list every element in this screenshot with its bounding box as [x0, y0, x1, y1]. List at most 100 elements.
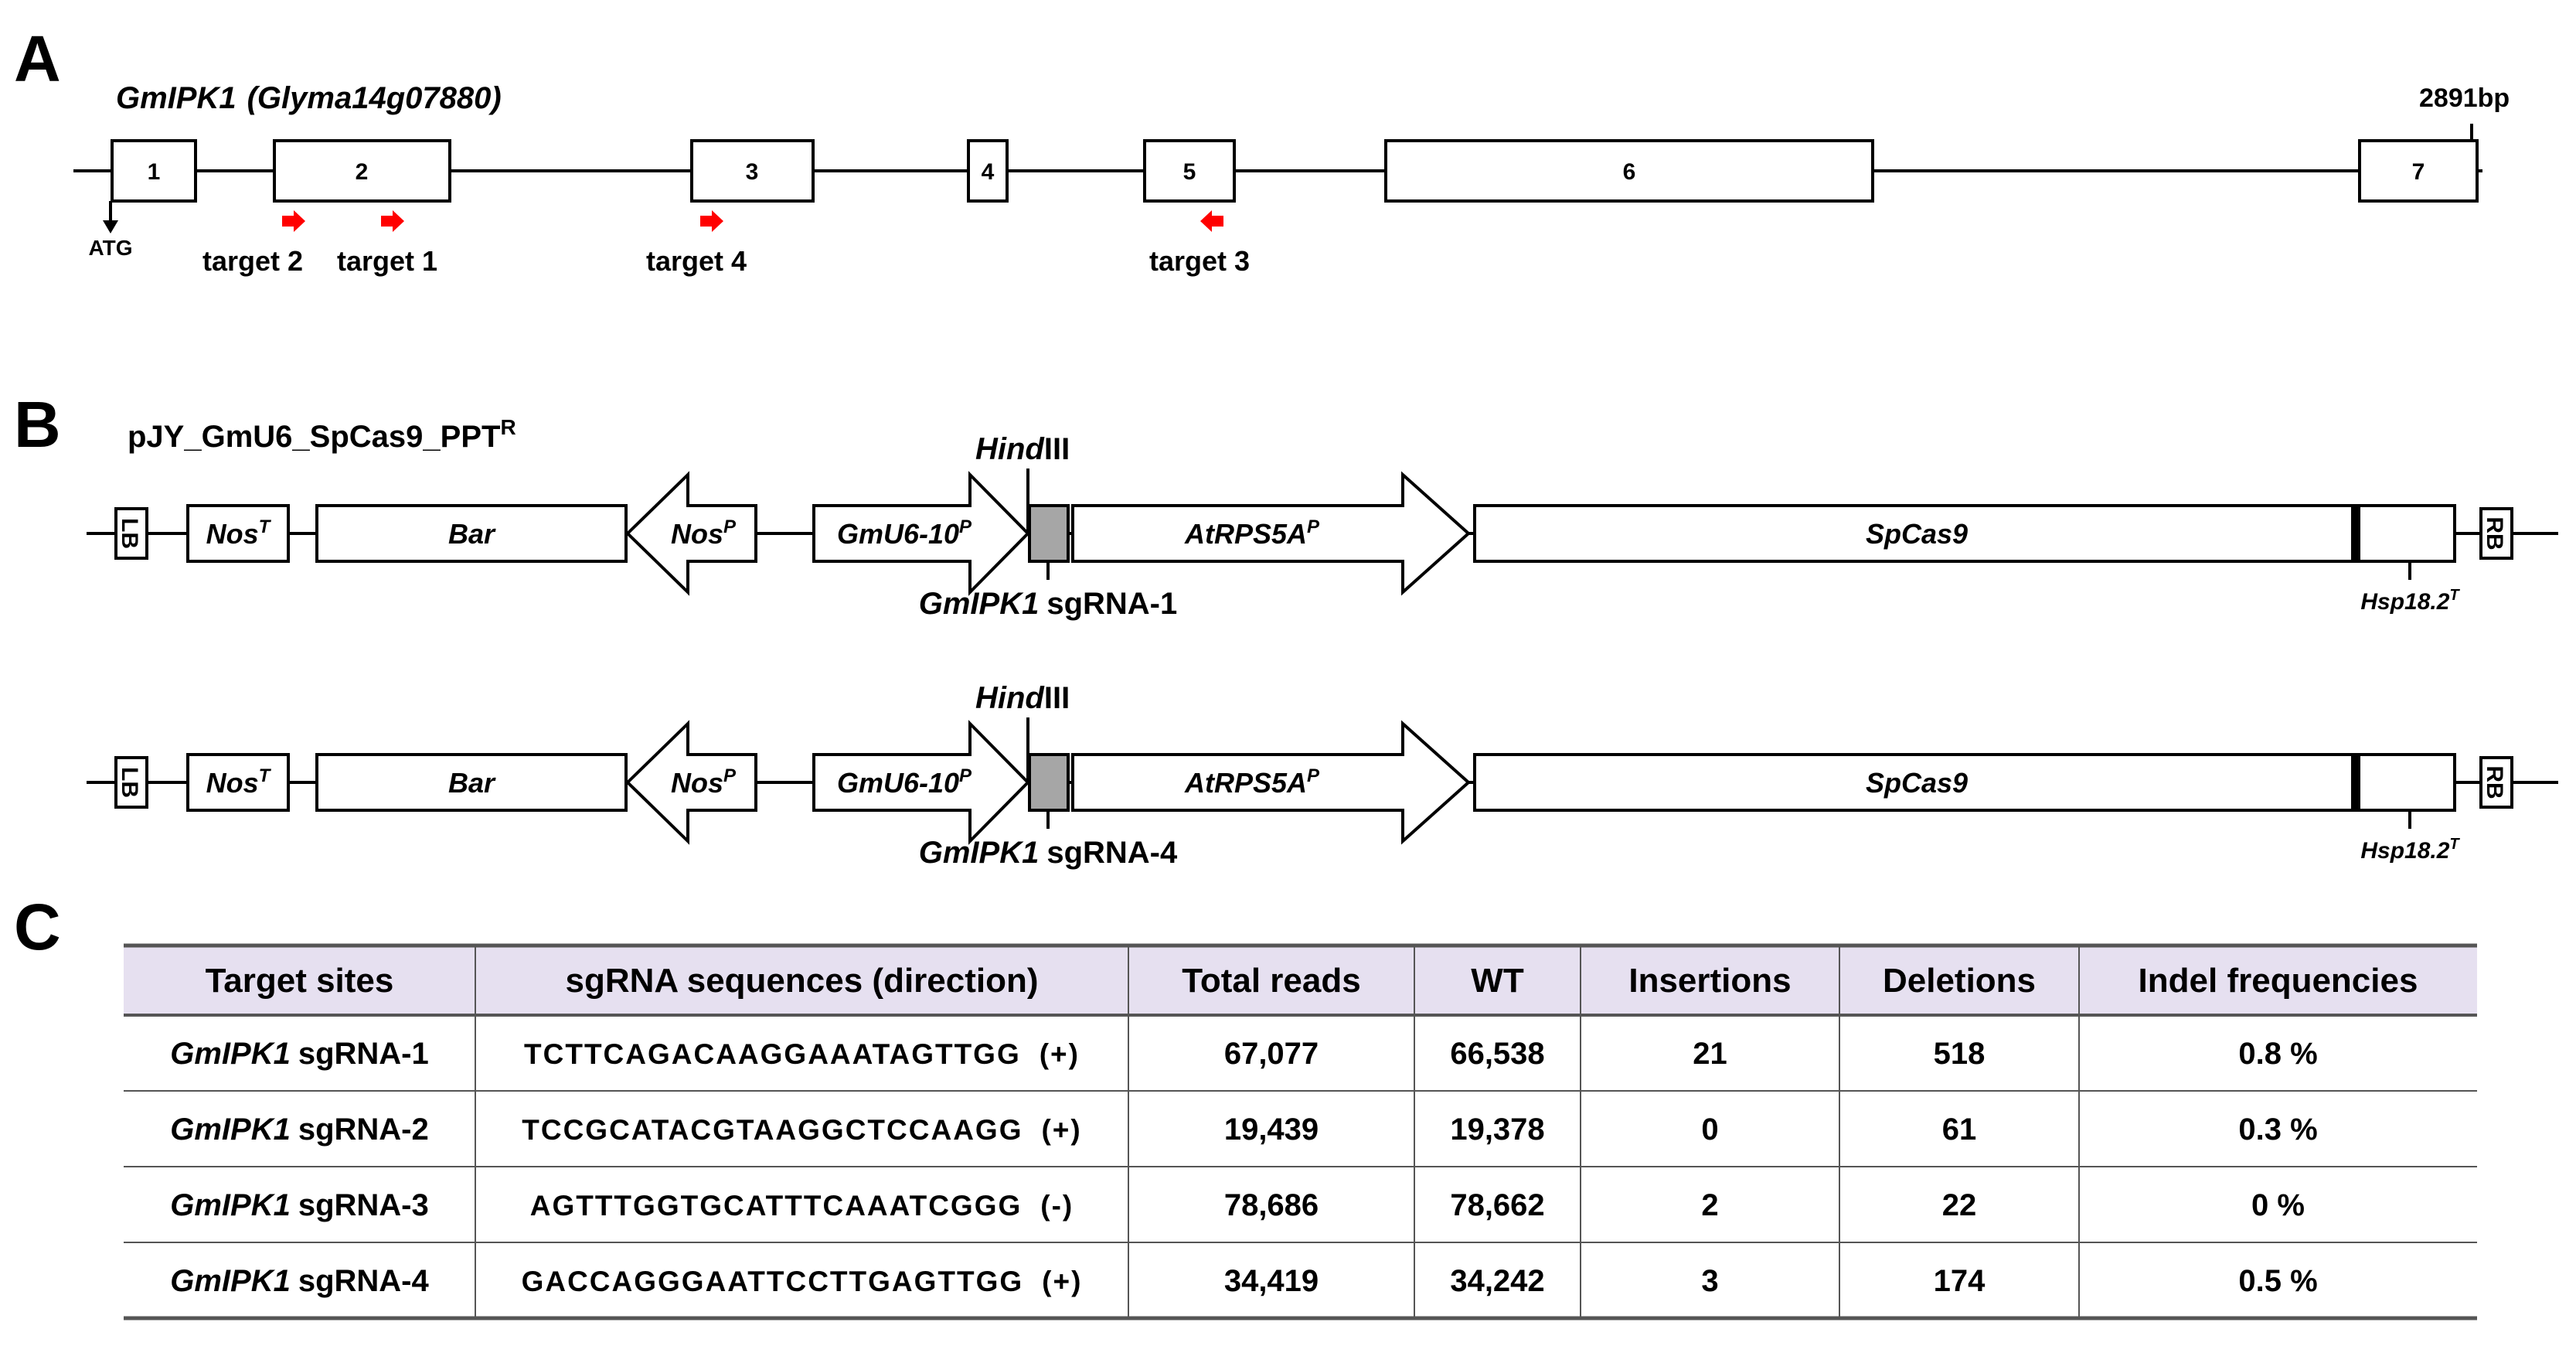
exon-1 — [111, 139, 197, 203]
gene-structure: 1 2 3 4 5 6 7 ATG target 2 target 1 targ… — [73, 124, 2482, 277]
cell-wt: 78,662 — [1450, 1188, 1544, 1222]
target-1-arrow-icon — [381, 210, 404, 232]
exon-3 — [690, 139, 815, 203]
header-indel-frequencies: Indel frequencies — [2139, 962, 2418, 1000]
exon-7-label: 7 — [2412, 159, 2425, 185]
exon-6 — [1384, 139, 1874, 203]
bar-gene-label: Bar — [448, 518, 496, 550]
target-4-label: target 4 — [646, 245, 747, 277]
cell-deletions: 61 — [1942, 1113, 1977, 1147]
cell-total-reads: 19,439 — [1224, 1113, 1319, 1147]
target-2-arrow-icon — [282, 210, 305, 232]
cell-deletions: 22 — [1942, 1188, 1977, 1222]
atg-label: ATG — [88, 236, 132, 260]
rb-label: RB — [2482, 765, 2507, 799]
nos-terminator-label: NosT — [206, 765, 272, 799]
cell-sgrna-sequence: GACCAGGGAATTCCTTGAGTTGG(+) — [522, 1266, 1083, 1297]
cell-wt: 66,538 — [1450, 1037, 1544, 1071]
spcas9-label: SpCas9 — [1866, 767, 1968, 799]
cell-total-reads: 67,077 — [1224, 1037, 1319, 1071]
bar-gene-label: Bar — [448, 767, 496, 799]
gmu6-promoter-label: GmU6-10P — [837, 765, 972, 799]
spcas9-label: SpCas9 — [1866, 518, 1968, 550]
exon-1-label: 1 — [148, 159, 161, 185]
nos-terminator-label: NosT — [206, 516, 272, 550]
header-total-reads: Total reads — [1182, 962, 1360, 1000]
cell-insertions: 21 — [1693, 1037, 1727, 1071]
cell-wt: 19,378 — [1450, 1113, 1544, 1147]
nos-promoter-label: NosP — [671, 765, 737, 799]
cell-indel-frequency: 0.8 % — [2238, 1037, 2317, 1071]
exon-5 — [1143, 139, 1236, 203]
lb-label: LB — [117, 767, 142, 798]
rb-border-box — [2479, 507, 2513, 560]
cell-deletions: 518 — [1934, 1037, 1986, 1071]
hindiii-label: HindIII — [975, 681, 1070, 715]
header-wt: WT — [1471, 962, 1524, 1000]
hsp-junction-bar — [2351, 755, 2360, 810]
spcas9-box — [1473, 504, 2456, 563]
cell-wt: 34,242 — [1450, 1264, 1544, 1298]
cell-sgrna-sequence: TCCGCATACGTAAGGCTCCAAGG(+) — [522, 1114, 1081, 1146]
cell-insertions: 0 — [1701, 1113, 1718, 1147]
nos-promoter-arrow — [625, 471, 757, 596]
lb-label: LB — [117, 518, 142, 549]
header-deletions: Deletions — [1883, 962, 2036, 1000]
spcas9-box — [1473, 753, 2456, 812]
gene-length-label: 2891bp — [2419, 83, 2510, 113]
sgrna-box — [1028, 504, 1070, 563]
cell-insertions: 3 — [1701, 1264, 1718, 1298]
exon-4-label: 4 — [982, 159, 995, 185]
panel-a-label: A — [14, 22, 61, 95]
header-target-sites: Target sites — [206, 962, 394, 1000]
panel-b-label: B — [14, 388, 61, 461]
nos-terminator-box — [186, 504, 290, 563]
exon-2-label: 2 — [356, 159, 369, 185]
cell-insertions: 2 — [1701, 1188, 1718, 1222]
construct-title: pJY_GmU6_SpCas9_PPTR — [128, 415, 516, 454]
gmu6-promoter-arrow — [812, 471, 1030, 596]
target-3-label: target 3 — [1149, 245, 1250, 277]
hsp-terminator-label: Hsp18.2T — [2360, 587, 2460, 615]
exon-5-label: 5 — [1183, 159, 1196, 185]
header-insertions: Insertions — [1628, 962, 1791, 1000]
atrps5a-promoter-arrow — [1071, 720, 1472, 845]
atrps5a-promoter-arrow — [1071, 471, 1472, 596]
atg-arrow-head — [103, 220, 118, 233]
cell-indel-frequency: 0.5 % — [2238, 1264, 2317, 1298]
lb-border-box — [114, 507, 148, 560]
table-header-row — [124, 946, 2477, 1015]
exon-6-label: 6 — [1623, 159, 1636, 185]
cell-indel-frequency: 0.3 % — [2238, 1113, 2317, 1147]
rb-label: RB — [2482, 516, 2507, 550]
gmu6-promoter-arrow — [812, 720, 1030, 845]
atrps5a-promoter-label: AtRPS5AP — [1184, 516, 1320, 550]
sgrna-box — [1028, 753, 1070, 812]
cell-indel-frequency: 0 % — [2251, 1188, 2305, 1222]
exon-4 — [967, 139, 1009, 203]
nos-promoter-label: NosP — [671, 516, 737, 550]
nos-promoter-arrow — [625, 720, 757, 845]
cell-total-reads: 34,419 — [1224, 1264, 1319, 1298]
exon-3-label: 3 — [746, 159, 759, 185]
cell-deletions: 174 — [1934, 1264, 1986, 1298]
exon-2 — [273, 139, 451, 203]
target-1-label: target 1 — [337, 245, 437, 277]
hindiii-label: HindIII — [975, 432, 1070, 466]
bar-gene-box — [315, 753, 628, 812]
target-2-label: target 2 — [202, 245, 303, 277]
target-4-arrow-icon — [700, 210, 723, 232]
hsp-junction-bar — [2351, 506, 2360, 561]
